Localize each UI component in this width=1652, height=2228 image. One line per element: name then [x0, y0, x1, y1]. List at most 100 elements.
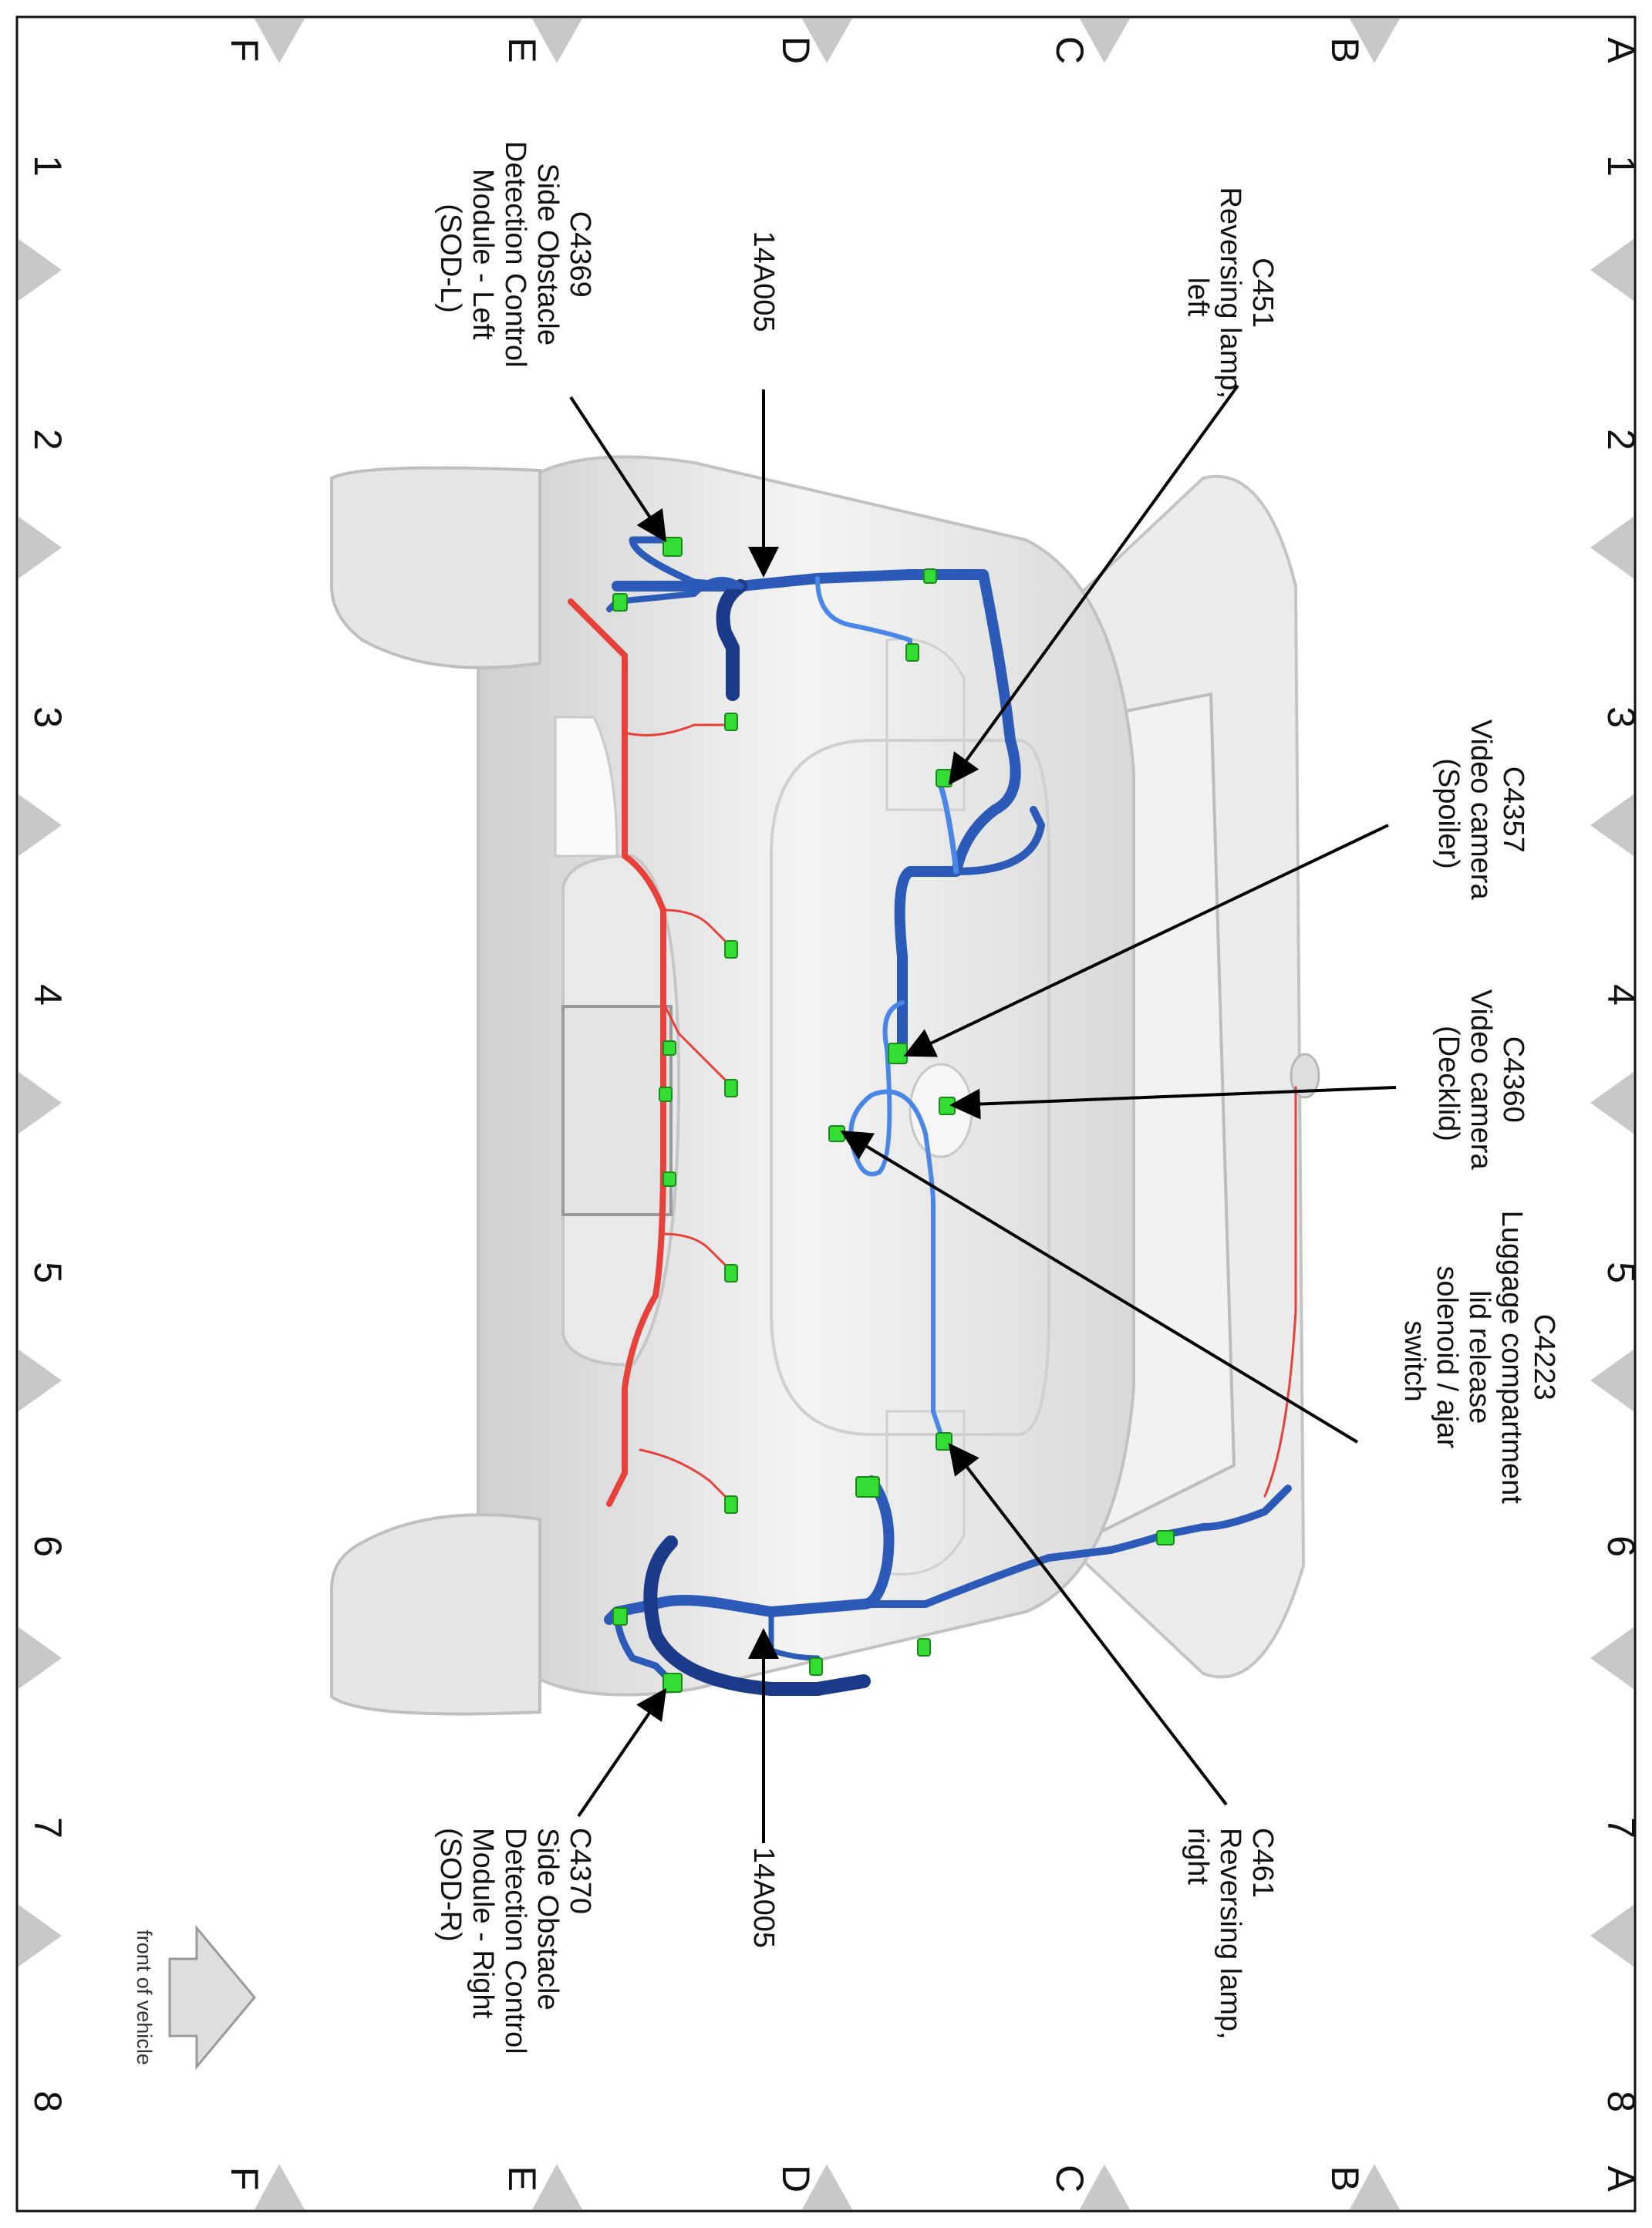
callout-labels: C451 Reversing lamp, left C4357 Video ca… — [434, 141, 1560, 2062]
connector-e — [724, 1495, 738, 1514]
grid-markers — [19, 19, 1633, 2209]
connector-c4357 — [888, 1043, 908, 1064]
column-label-7-left: 7 — [26, 1817, 69, 1839]
harness-red-branch-5 — [639, 1448, 734, 1505]
row-label-b-top: B — [1323, 37, 1367, 62]
harness-main-blue — [612, 569, 1021, 1062]
front-of-vehicle-indicator: front of vehicle — [133, 1924, 256, 2071]
harness-branch-mid — [716, 579, 747, 701]
connectors — [612, 537, 1175, 1693]
label-c4369: C4369 Side Obstacle Detection Control Mo… — [434, 141, 596, 376]
harness-red-branch-4 — [662, 1232, 734, 1274]
column-label-8-right: 8 — [1600, 2091, 1643, 2112]
harness-right-dark — [643, 1535, 871, 1696]
row-label-a-top: A — [1600, 37, 1643, 63]
connector-o — [662, 1171, 676, 1187]
arrow-c4357 — [903, 824, 1389, 1057]
row-label-d-bottom: D — [774, 2165, 818, 2193]
tail-light-left — [330, 466, 541, 669]
harness-right-blue — [604, 1475, 895, 1625]
grid-row-labels-bottom: A B C D E F — [223, 2165, 1643, 2193]
column-label-2-left: 2 — [26, 429, 69, 450]
column-label-5-right: 5 — [1600, 1262, 1643, 1283]
arrow-c4360 — [949, 1086, 1397, 1120]
column-label-3-left: 3 — [26, 706, 69, 728]
arrow-c4223 — [840, 1130, 1359, 1444]
connector-l — [612, 1607, 628, 1626]
column-label-4-right: 4 — [1600, 984, 1643, 1006]
harness-red-branch-3 — [662, 1001, 734, 1089]
row-label-e-top: E — [501, 37, 544, 62]
grid-column-labels-left: 1 2 3 4 5 6 7 8 — [26, 155, 69, 2112]
connector-a — [724, 713, 738, 731]
lamp-pocket-right — [885, 1410, 966, 1576]
row-label-e-bottom: E — [501, 2166, 544, 2191]
arrow-c4369 — [569, 396, 667, 543]
connector-f — [905, 643, 919, 662]
front-of-vehicle-label: front of vehicle — [133, 1930, 156, 2065]
label-c4357: C4357 Video camera (Spoiler) — [1432, 720, 1529, 908]
row-label-d-top: D — [774, 36, 818, 64]
column-label-4-left: 4 — [26, 984, 69, 1006]
harness-right-upper — [860, 1485, 1292, 1608]
connector-n — [662, 1040, 676, 1056]
tail-light-right — [330, 1513, 541, 1716]
harness-red-branch-2 — [662, 908, 734, 950]
row-label-b-bottom: B — [1323, 2166, 1367, 2191]
connector-h — [917, 1638, 931, 1657]
harness-branch-c451 — [938, 776, 959, 875]
label-c4360: C4360 Video camera (Decklid) — [1432, 989, 1529, 1178]
label-c4223: C4223 Luggage compartment lid release so… — [1398, 1211, 1560, 1512]
grid-row-labels-top: A B C D E F — [223, 36, 1643, 64]
connector-c4360 — [939, 1097, 956, 1115]
license-plate — [561, 1005, 673, 1216]
harness-red-window — [1263, 1086, 1297, 1498]
arrow-c461 — [948, 1442, 1228, 1806]
column-label-8-left: 8 — [26, 2091, 69, 2112]
harness-branch-upper — [815, 576, 912, 658]
vehicle-rear-body — [330, 455, 1320, 1716]
harness-red-branch-1 — [623, 716, 734, 736]
connector-c4369 — [662, 537, 683, 557]
column-label-7-right: 7 — [1600, 1817, 1643, 1839]
arrow-c4370 — [577, 1687, 667, 1818]
front-arrow-icon — [168, 1924, 256, 2071]
column-label-1-right: 1 — [1600, 155, 1643, 177]
column-label-6-left: 6 — [26, 1535, 69, 1557]
connector-p — [659, 1087, 673, 1102]
connector-k — [612, 593, 628, 612]
arrow-c451 — [948, 384, 1239, 786]
connector-i — [1156, 1530, 1175, 1545]
row-label-c-bottom: C — [1048, 2165, 1091, 2193]
row-label-f-top: F — [223, 39, 266, 62]
connector-j — [809, 1657, 823, 1676]
column-label-5-left: 5 — [26, 1262, 69, 1283]
label-14a005-right: 14A005 — [747, 1847, 780, 1948]
connector-c — [724, 1079, 738, 1097]
leader-arrows — [569, 384, 1397, 1843]
label-c461: C461 Reversing lamp, right — [1182, 1828, 1279, 2048]
connector-m — [923, 568, 937, 584]
row-label-c-top: C — [1048, 36, 1091, 64]
label-14a005-left: 14A005 — [747, 231, 780, 332]
column-label-1-left: 1 — [26, 155, 69, 177]
column-label-2-right: 2 — [1600, 429, 1643, 450]
harness-branch-sod-left — [629, 536, 744, 590]
connector-b — [724, 940, 738, 959]
label-c4370: C4370 Side Obstacle Detection Control Mo… — [434, 1828, 596, 2062]
column-label-6-right: 6 — [1600, 1535, 1643, 1557]
connector-c4370 — [662, 1673, 683, 1693]
deck-lid — [770, 739, 1050, 1436]
connector-g — [855, 1476, 880, 1498]
connector-d — [724, 1264, 738, 1283]
connector-c451 — [936, 769, 952, 787]
connector-c4223 — [828, 1125, 845, 1142]
column-label-3-right: 3 — [1600, 706, 1643, 728]
harness-branch-lower-left — [606, 577, 743, 612]
label-c451: C451 Reversing lamp, left — [1182, 187, 1279, 406]
connector-c461 — [936, 1432, 952, 1451]
high-mount-lamp — [1290, 1053, 1320, 1099]
row-label-f-bottom: F — [223, 2167, 266, 2191]
grid-column-labels-right: 1 2 3 4 5 6 7 8 — [1600, 155, 1643, 2112]
